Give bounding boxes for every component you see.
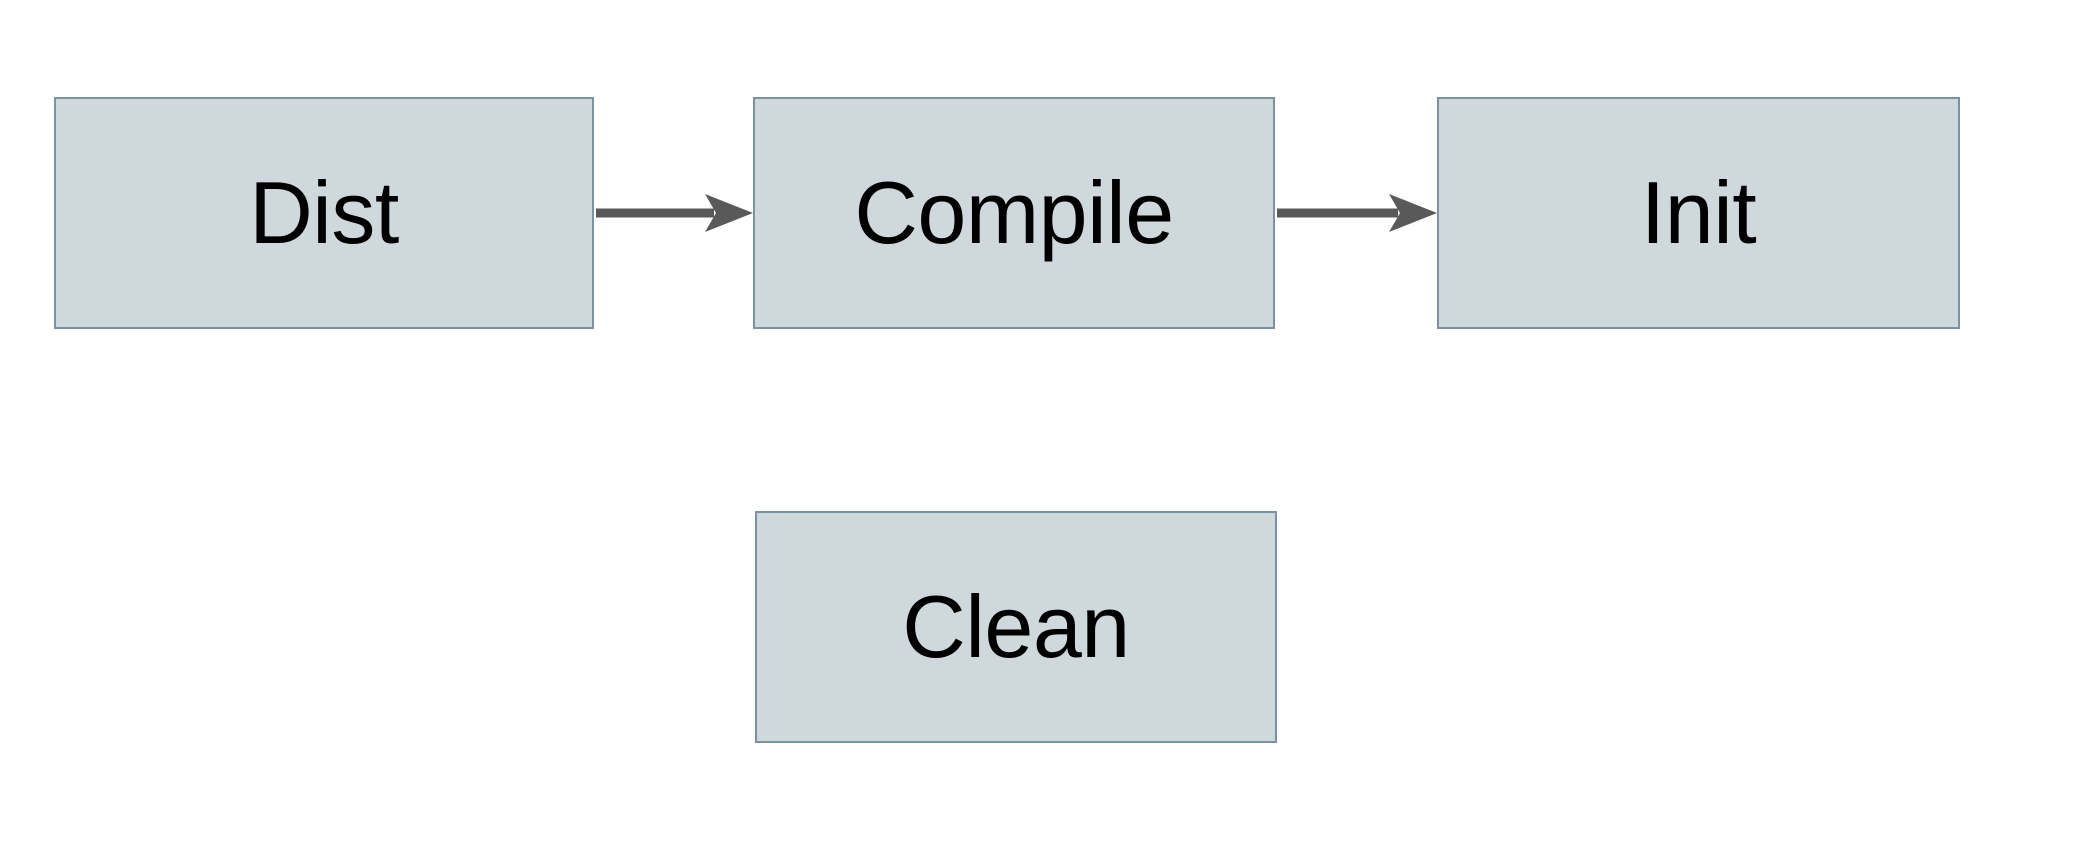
node-clean-label: Clean bbox=[902, 577, 1130, 676]
arrowhead-icon bbox=[1389, 194, 1437, 232]
edge-compile-to-init[interactable] bbox=[1277, 194, 1437, 232]
edge-dist-to-compile[interactable] bbox=[596, 194, 753, 232]
node-init[interactable]: Init bbox=[1437, 97, 1960, 329]
node-init-label: Init bbox=[1640, 163, 1757, 262]
node-clean[interactable]: Clean bbox=[755, 511, 1277, 743]
node-dist-label: Dist bbox=[249, 163, 399, 262]
node-dist[interactable]: Dist bbox=[54, 97, 594, 329]
node-compile[interactable]: Compile bbox=[753, 97, 1275, 329]
node-compile-label: Compile bbox=[854, 163, 1174, 262]
arrowhead-icon bbox=[705, 194, 753, 232]
